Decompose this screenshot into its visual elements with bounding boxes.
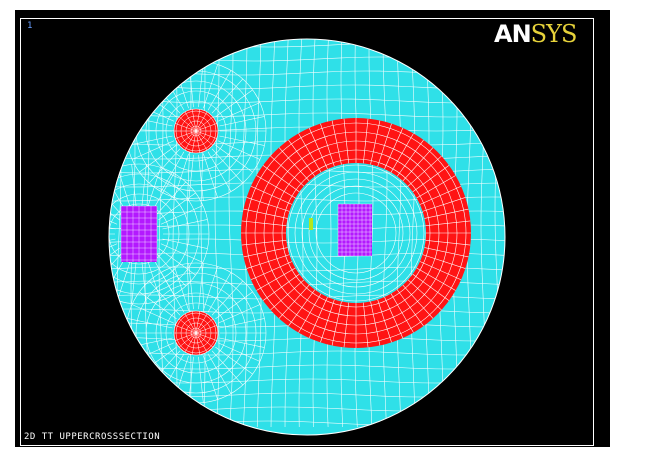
center-mesh-lines (287, 164, 425, 302)
window-number-label: 1 (27, 21, 33, 31)
ansys-logo: ANSYS (494, 20, 578, 48)
coil-ring-region (241, 118, 472, 348)
logo-part-sys: SYS (530, 20, 578, 48)
logo-part-an: AN (494, 20, 532, 48)
plot-frame (20, 18, 594, 446)
left-rectangle-mesh (120, 205, 158, 262)
ring-mesh-lines (241, 118, 471, 348)
outer-disk-outline (108, 38, 506, 436)
node-marker (309, 218, 313, 230)
center-rectangle-mesh (337, 203, 372, 257)
lower-hole-mesh (174, 311, 218, 355)
center-rectangle-region (338, 204, 372, 256)
plot-title: 2D TT UPPERCROSSSECTION (24, 432, 161, 442)
upper-hole-mesh (174, 109, 218, 153)
